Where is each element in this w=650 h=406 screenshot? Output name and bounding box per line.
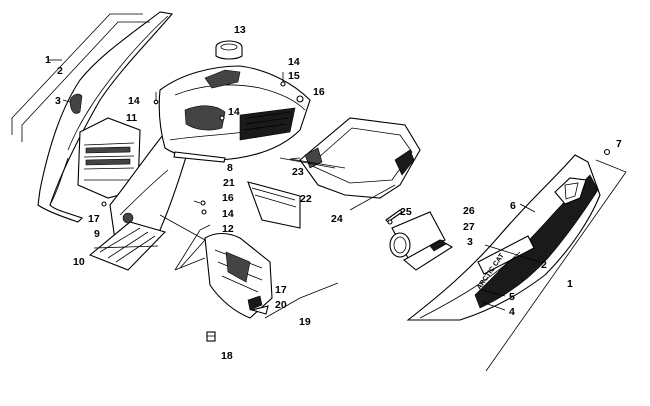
left-leader-lines bbox=[11, 13, 150, 142]
left-side-panel bbox=[37, 11, 174, 223]
part-27-bracket bbox=[403, 239, 454, 271]
callout-14-a: 14 bbox=[128, 95, 140, 107]
right-side-panel: ARCTIC CAT bbox=[406, 154, 601, 321]
part-8-trim bbox=[173, 151, 226, 163]
callout-6: 6 bbox=[510, 200, 516, 212]
callout-2-left: 2 bbox=[57, 65, 63, 77]
callout-3-left: 3 bbox=[55, 95, 61, 107]
part-20-clip bbox=[249, 305, 269, 315]
callout-13: 13 bbox=[234, 24, 246, 36]
callout-1-left: 1 bbox=[45, 54, 51, 66]
part-26-bag bbox=[389, 211, 446, 259]
callout-9: 9 bbox=[94, 228, 100, 240]
part-13-cap bbox=[215, 40, 243, 60]
hood-assembly bbox=[158, 65, 311, 161]
callout-1-right: 1 bbox=[567, 278, 573, 290]
part-18-plug bbox=[206, 331, 216, 342]
part-25-strap bbox=[385, 209, 403, 225]
right-leader-lines bbox=[481, 148, 627, 372]
callout-16-b: 16 bbox=[222, 192, 234, 204]
callout-8: 8 bbox=[227, 162, 233, 174]
callout-22: 22 bbox=[300, 193, 312, 205]
callout-20: 20 bbox=[275, 299, 287, 311]
part-21-plate bbox=[247, 181, 301, 229]
part-23-tray bbox=[289, 117, 421, 199]
callout-24: 24 bbox=[331, 213, 343, 225]
callout-12: 12 bbox=[222, 223, 234, 235]
callout-5: 5 bbox=[509, 291, 515, 303]
part-10-mesh bbox=[88, 221, 167, 271]
callout-16-a: 16 bbox=[313, 86, 325, 98]
callout-14-c: 14 bbox=[228, 106, 240, 118]
callout-4: 4 bbox=[509, 306, 515, 318]
bracket-leaders bbox=[159, 214, 339, 319]
callout-27: 27 bbox=[463, 221, 475, 233]
tray-leaders bbox=[279, 157, 396, 211]
lower-bracket bbox=[174, 224, 273, 319]
callout-25: 25 bbox=[400, 206, 412, 218]
callout-17-b: 17 bbox=[275, 284, 287, 296]
callout-11: 11 bbox=[126, 112, 137, 124]
callout-7: 7 bbox=[616, 138, 622, 150]
callout-26: 26 bbox=[463, 205, 475, 217]
callout-15: 15 bbox=[288, 70, 300, 82]
callout-18: 18 bbox=[221, 350, 233, 362]
part-14-15-16-fasteners bbox=[153, 72, 304, 121]
callout-19: 19 bbox=[299, 316, 311, 328]
callout-23: 23 bbox=[292, 166, 304, 178]
callout-21: 21 bbox=[223, 177, 235, 189]
small-fasteners bbox=[101, 200, 207, 215]
callout-labels: 1 2 3 14 11 13 14 15 16 14 8 17 9 10 21 … bbox=[45, 24, 622, 362]
callout-14-b: 14 bbox=[288, 56, 300, 68]
callout-10: 10 bbox=[73, 256, 85, 268]
callout-17-a: 17 bbox=[88, 213, 100, 225]
callout-2-right: 2 bbox=[541, 259, 547, 271]
callout-14-d: 14 bbox=[222, 208, 234, 220]
part-11-louver bbox=[77, 117, 141, 199]
callout-3-right: 3 bbox=[467, 236, 473, 248]
